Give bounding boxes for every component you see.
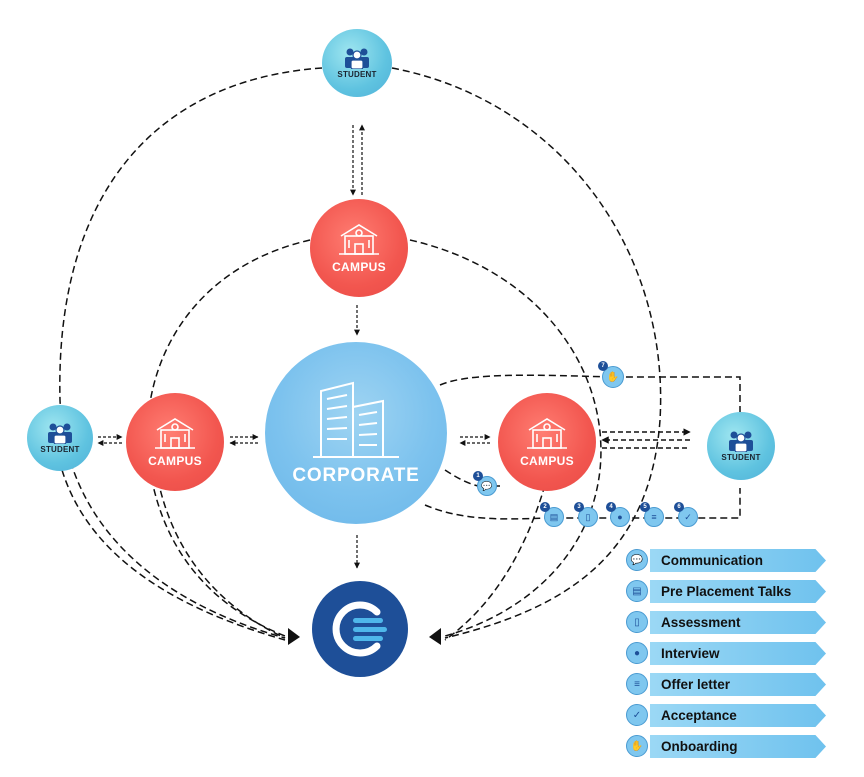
legend-item-onboarding: ✋ Onboarding [626,735,826,758]
step-badge-communication: 1 💬 [473,471,497,496]
step-badge-acceptance: 6 ✓ [674,502,698,527]
chat-icon: 💬 [481,480,493,491]
presentation-icon: ▤ [549,511,559,522]
campus-label: CAMPUS [332,260,386,274]
step-number: 2 [540,502,550,512]
step-number: 6 [674,502,684,512]
legend-bar: Communication [650,549,826,572]
office-buildings-icon [313,381,399,458]
student-node-left: STUDENT [27,405,93,471]
step-badge-interview: 4 ● [606,502,630,527]
campus-node-left: CAMPUS [126,393,224,491]
arrowhead-left [288,628,300,645]
school-building-icon [339,224,379,255]
campus-label: CAMPUS [148,454,202,468]
arc-top-student-right [391,67,662,639]
handshake-icon: ✋ [606,371,620,383]
student-node-right: STUDENT [707,412,775,480]
step-badge-onboarding: 7 ✋ [598,361,624,388]
arrowhead-right [429,628,441,645]
check-icon: ✓ [684,511,692,522]
corporate-node: CORPORATE [265,342,447,524]
school-building-icon [527,418,567,449]
meeting-icon: ● [617,512,623,522]
campus-node-right: CAMPUS [498,393,596,491]
people-icon [345,48,369,69]
legend-item-assessment: ▯ Assessment [626,611,826,634]
presentation-icon: ▤ [626,580,648,602]
legend-bar: Acceptance [650,704,826,727]
step-number: 4 [606,502,616,512]
legend-label: Interview [661,646,720,661]
arc-campus-right [409,239,602,637]
legend-label: Offer letter [661,677,731,692]
step-number: 3 [574,502,584,512]
handshake-icon: ✋ [626,735,648,757]
legend-label: Acceptance [661,708,737,723]
step-number: 7 [598,361,608,371]
legend-item-offer-letter: ≡ Offer letter [626,673,826,696]
people-icon [48,423,72,444]
legend-item-acceptance: ✓ Acceptance [626,704,826,727]
arc-right-campus-down [444,484,546,641]
legend-label: Communication [661,553,764,568]
legend-bar: Assessment [650,611,826,634]
legend-bar: Pre Placement Talks [650,580,826,603]
school-building-icon [155,418,195,449]
arc-left-campus-down [157,479,286,639]
letter-icon: ≡ [651,512,657,522]
step-badge-offer-letter: 5 ≡ [640,502,664,527]
legend-item-communication: 💬 Communication [626,549,826,572]
step-badge-pre-placement: 2 ▤ [540,502,564,527]
brand-logo [312,581,408,677]
legend-item-pre-placement-talks: ▤ Pre Placement Talks [626,580,826,603]
student-label: STUDENT [721,453,761,462]
letter-icon: ≡ [626,673,648,695]
chat-icon: 💬 [626,549,648,571]
check-icon: ✓ [626,704,648,726]
legend-label: Pre Placement Talks [661,584,792,599]
legend-bar: Interview [650,642,826,665]
legend-bar: Onboarding [650,735,826,758]
legend-label: Assessment [661,615,741,630]
step-number: 5 [640,502,650,512]
student-label: STUDENT [40,445,80,454]
step-badge-assessment: 3 ▯ [574,502,598,527]
meeting-icon: ● [626,642,648,664]
student-label: STUDENT [337,70,377,79]
legend-item-interview: ● Interview [626,642,826,665]
arc-top-student-left [59,67,323,639]
people-icon [729,431,753,452]
document-icon: ▯ [585,511,591,522]
step-number: 1 [473,471,483,481]
legend-bar: Offer letter [650,673,826,696]
legend-label: Onboarding [661,739,738,754]
brand-logo-icon [332,601,387,657]
link-corp-to-onboarding [439,374,741,412]
student-node-top: STUDENT [322,29,392,97]
corporate-label: CORPORATE [292,465,420,486]
document-icon: ▯ [626,611,648,633]
campus-node-top: CAMPUS [310,199,408,297]
arc-left-student-down [61,469,286,641]
campus-label: CAMPUS [520,454,574,468]
